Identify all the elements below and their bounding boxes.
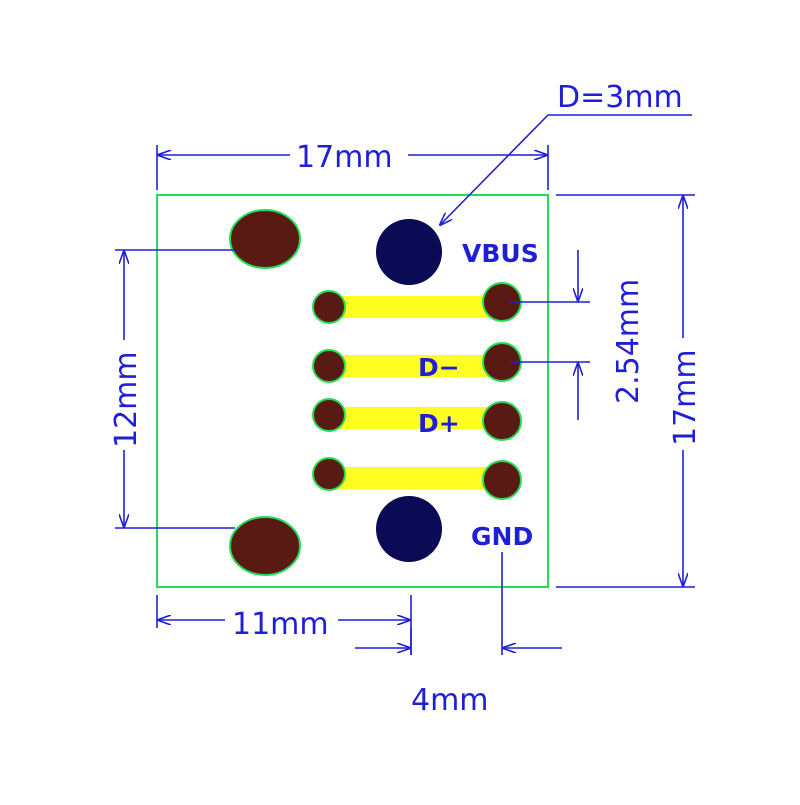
trace-d-minus <box>329 355 501 377</box>
dim-label-pitch: 2.54mm <box>611 279 646 404</box>
dim-label-bottom-left: 11mm <box>232 607 329 642</box>
dimension-lines <box>115 114 695 655</box>
label-vbus: VBUS <box>462 239 539 268</box>
right-pads <box>482 282 522 500</box>
pad-right-gnd <box>482 460 522 500</box>
dim-label-height-left: 12mm <box>109 351 144 448</box>
pad-left-4 <box>312 457 346 491</box>
trace-d-plus <box>329 407 501 429</box>
label-gnd: GND <box>471 522 533 551</box>
pad-right-d-plus <box>482 401 522 441</box>
dim-label-height-right: 17mm <box>668 349 703 446</box>
pad-left-2 <box>312 349 346 383</box>
mount-hole-bottom <box>376 496 442 562</box>
label-d-plus: D+ <box>418 409 460 438</box>
pad-left-1 <box>312 290 346 324</box>
dim-label-hole: D=3mm <box>557 80 683 115</box>
label-d-minus: D− <box>418 353 460 382</box>
traces <box>329 296 501 489</box>
left-pads <box>312 290 346 491</box>
shield-pad-bottom <box>229 516 301 576</box>
dim-label-width-top: 17mm <box>296 140 393 175</box>
board-outline <box>156 194 549 588</box>
shield-pad-top <box>229 209 301 269</box>
trace-vbus <box>329 296 501 318</box>
dim-hole-leader <box>440 114 549 225</box>
dim-label-bottom-right: 4mm <box>411 683 489 718</box>
trace-gnd <box>329 467 501 489</box>
pad-left-3 <box>312 398 346 432</box>
mount-hole-top <box>376 219 442 285</box>
